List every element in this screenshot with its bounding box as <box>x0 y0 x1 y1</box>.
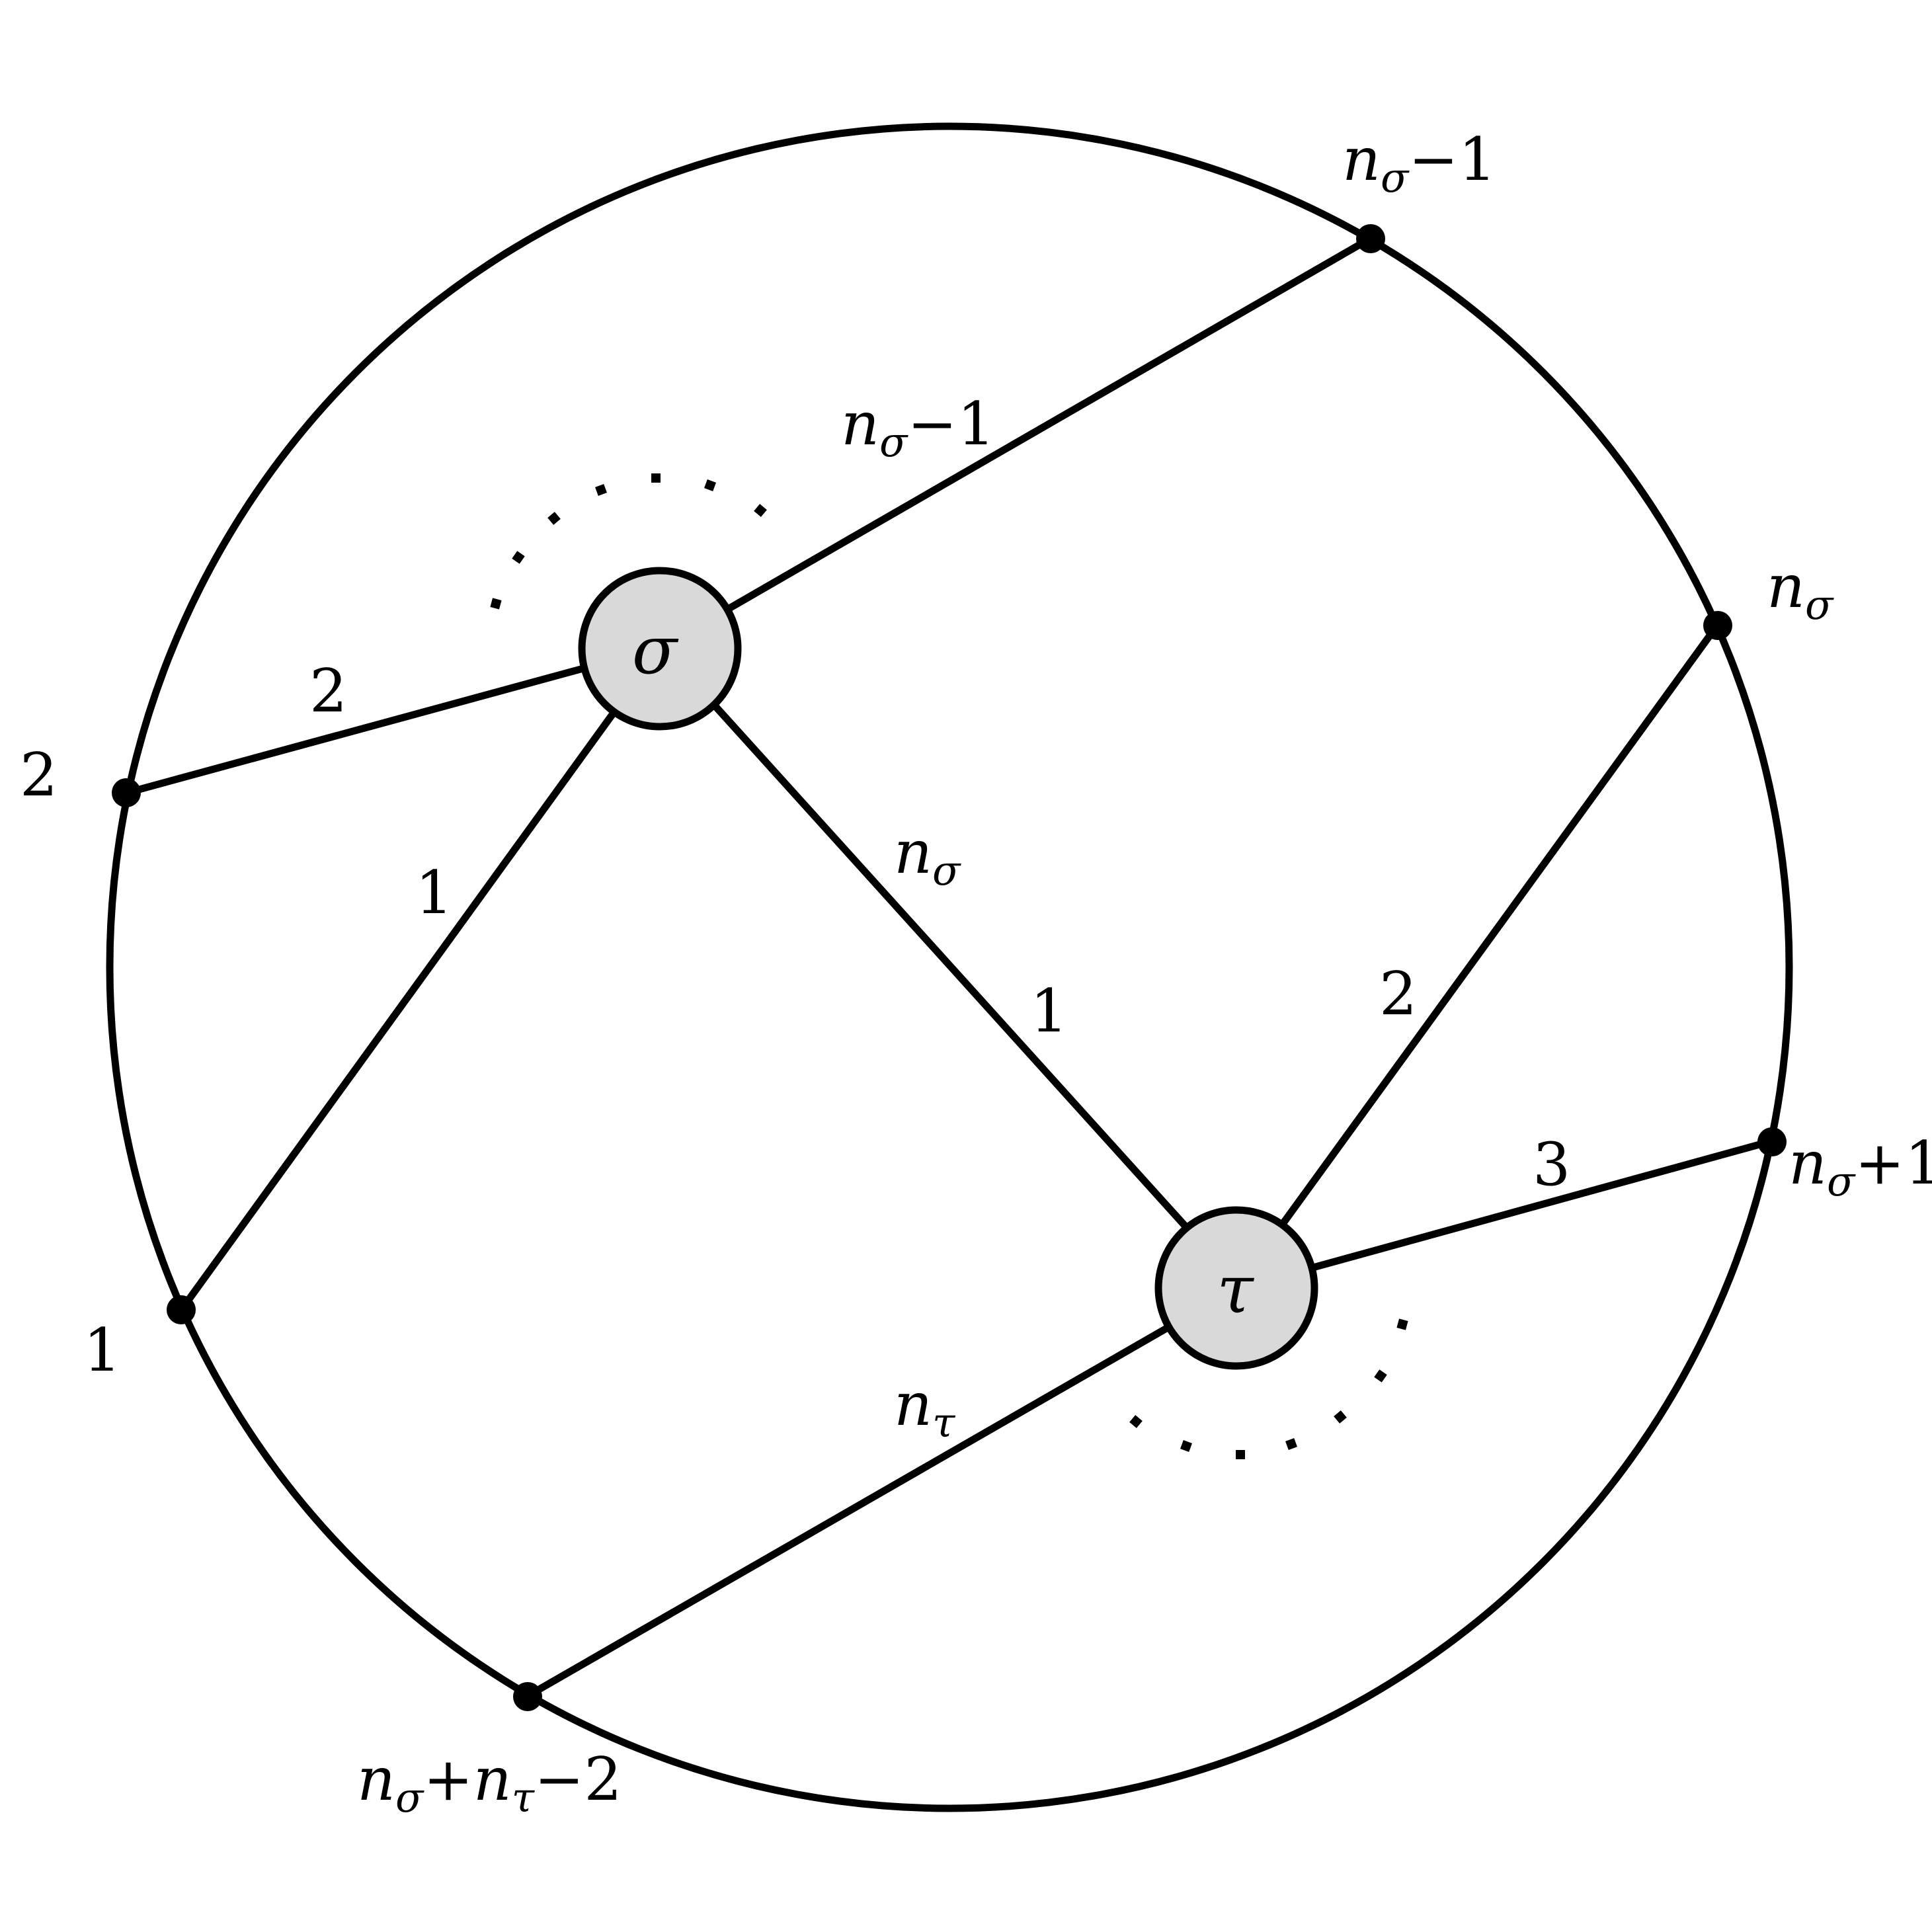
edge-tau-2 <box>1279 623 1720 1227</box>
node-sigma: σ <box>578 567 742 731</box>
label-sub: σ <box>879 418 908 466</box>
ellipsis-dots-sigma <box>490 473 767 610</box>
boundary-point-n-sigma-plus-1 <box>1757 1127 1787 1156</box>
label-edge-sigma-1: 1 <box>415 858 453 928</box>
label-boundary-n-sigma-minus-1: nσ−1 <box>1342 125 1496 202</box>
label-edge-sigma-n-sigma: nσ <box>894 818 961 895</box>
label-boundary-n-sigma-plus-1: nσ+1 <box>1789 1129 1932 1205</box>
node-tau-label: τ <box>1217 1251 1254 1328</box>
label-sub: σ <box>1381 153 1410 202</box>
edge-tau-3 <box>1312 1137 1773 1271</box>
boundary-point-n-sigma <box>1703 611 1732 640</box>
label-sub: σ <box>932 846 961 895</box>
label-sub1: σ <box>395 1773 424 1822</box>
label-boundary-n-sigma: nσ <box>1767 552 1834 629</box>
boundary-point-2 <box>112 778 141 807</box>
label-n: n <box>894 818 932 887</box>
label-edge-tau-1: 1 <box>1030 977 1068 1046</box>
label-rest: +1 <box>1855 1129 1932 1198</box>
label-n: n <box>894 1370 932 1439</box>
edge-sigma-tau <box>711 702 1190 1230</box>
node-tau: τ <box>1154 1206 1318 1370</box>
label-edge-sigma-2: 2 <box>309 657 347 726</box>
edge-sigma-1 <box>179 710 617 1312</box>
boundary-circle <box>106 122 1793 1812</box>
edge-sigma-2 <box>126 664 584 797</box>
label-boundary-2: 2 <box>20 741 58 810</box>
ellipsis-dots-tau <box>1129 1318 1408 1459</box>
label-n: n <box>1767 552 1805 622</box>
label-sub2: τ <box>512 1773 536 1822</box>
label-n: n <box>1342 125 1381 194</box>
label-edge-sigma-n-sigma-minus-1: nσ−1 <box>841 389 995 466</box>
label-rest: −2 <box>534 1745 622 1814</box>
edge-tau-n-tau <box>526 1324 1170 1699</box>
label-n: n <box>1789 1129 1827 1198</box>
node-sigma-label: σ <box>632 612 679 689</box>
label-sub: τ <box>932 1398 956 1447</box>
boundary-point-n-sigma-minus-1 <box>1356 224 1385 253</box>
label-boundary-1: 1 <box>83 1316 121 1385</box>
label-plus: + <box>423 1745 473 1814</box>
label-rest: −1 <box>907 389 995 459</box>
boundary-point-n-sigma-plus-n-tau-minus-2 <box>513 1682 542 1711</box>
label-edge-tau-n-tau: nτ <box>894 1370 956 1447</box>
label-boundary-n-sigma-plus-n-tau-minus-2: nσ+nτ−2 <box>357 1745 622 1822</box>
label-n2: n <box>473 1745 512 1814</box>
label-edge-tau-3: 3 <box>1533 1130 1570 1199</box>
node-sigma-circle <box>578 567 742 731</box>
boundary-point-1 <box>167 1295 196 1324</box>
edge-sigma-n-sigma-minus-1 <box>727 235 1372 612</box>
label-n: n <box>841 389 879 459</box>
label-sub: σ <box>1827 1157 1856 1205</box>
label-n1: n <box>357 1745 395 1814</box>
label-edge-tau-2: 2 <box>1379 959 1417 1029</box>
node-tau-circle <box>1154 1206 1318 1370</box>
label-sub: σ <box>1805 581 1834 629</box>
label-rest: −1 <box>1408 125 1496 194</box>
